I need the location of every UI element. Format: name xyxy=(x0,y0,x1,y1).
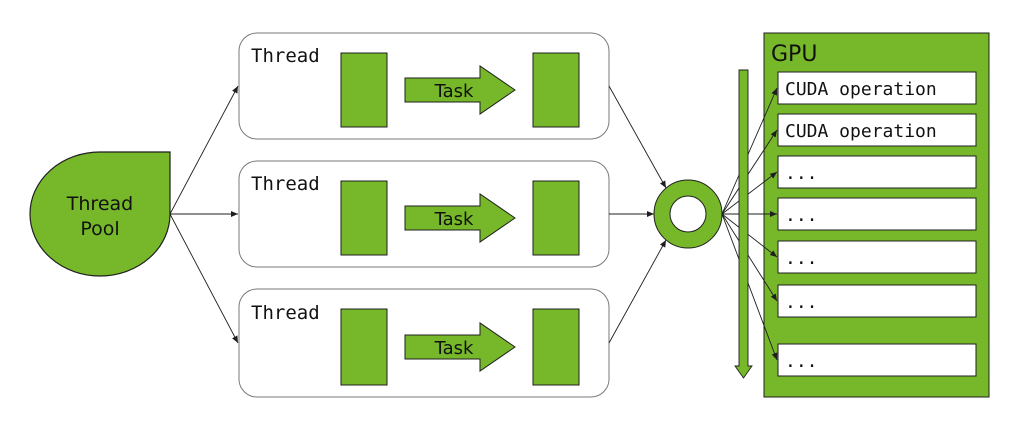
connector-thread-1-hub xyxy=(608,85,667,189)
thread-box: Thread Task xyxy=(238,32,610,140)
connector-hub-operation xyxy=(721,213,778,302)
thread-box: Thread Task xyxy=(238,160,610,268)
gpu-operation-box xyxy=(777,343,977,377)
hub-to-operation-connectors xyxy=(721,87,778,361)
connector-hub-operation xyxy=(721,129,778,215)
thread-pool-label-line1: Thread xyxy=(66,193,133,215)
gpu-operation-item: ... xyxy=(777,240,977,274)
gpu-operation-label: ... xyxy=(785,205,818,226)
thread-pool: Thread Pool xyxy=(29,151,171,277)
connector-hub-operation xyxy=(721,213,778,361)
connector-hub-operation xyxy=(721,171,778,215)
gpu-operation-label: ... xyxy=(785,292,818,313)
right-arrow-icon xyxy=(404,193,516,243)
thread-to-hub-connectors xyxy=(608,85,667,344)
task-input-block xyxy=(340,308,388,386)
task-label: Task xyxy=(434,338,474,359)
thread-label: Thread xyxy=(251,173,320,195)
down-arrow-icon xyxy=(734,69,753,379)
connector-hub-operation xyxy=(721,213,778,258)
thread-label: Thread xyxy=(251,302,320,324)
task-label: Task xyxy=(434,209,474,230)
gpu-operation-item: ... xyxy=(777,155,977,189)
thread-box: Thread Task xyxy=(238,288,610,398)
thread-pool-label-line2: Pool xyxy=(80,218,119,240)
task-output-block xyxy=(532,180,580,256)
gpu-operation-item: ... xyxy=(777,284,977,318)
gpu-operation-label: ... xyxy=(785,248,818,269)
thread-label: Thread xyxy=(251,45,320,67)
gpu-operation-item: CUDA operation xyxy=(777,71,977,105)
right-arrow-icon xyxy=(404,65,516,115)
connector-hub-operation xyxy=(721,87,778,215)
gpu-operation-box xyxy=(777,284,977,318)
gpu-operation-box xyxy=(777,197,977,231)
task-input-block xyxy=(340,52,388,128)
connector-thread-3-hub xyxy=(608,239,667,344)
right-arrow-icon xyxy=(404,322,516,372)
task-output-block xyxy=(532,52,580,128)
gpu-operation-label: CUDA operation xyxy=(785,79,937,100)
connector-pool-thread-3 xyxy=(169,213,239,344)
task-output-block xyxy=(532,308,580,386)
ring-outline-inner xyxy=(669,195,707,233)
task-label: Task xyxy=(434,81,474,102)
task-input-block xyxy=(340,180,388,256)
gpu-operation-item: ... xyxy=(777,197,977,231)
gpu-operation-box xyxy=(777,155,977,189)
queue-arrow xyxy=(734,69,753,379)
gpu-operation-label: ... xyxy=(785,163,818,184)
gpu-operation-box xyxy=(777,113,977,147)
gpu-operation-item: CUDA operation xyxy=(777,113,977,147)
gpu-operation-box xyxy=(777,71,977,105)
gpu-operation-item: ... xyxy=(777,343,977,377)
thread-pool-shape xyxy=(29,151,171,277)
gpu-operation-box xyxy=(777,240,977,274)
connector-pool-thread-1 xyxy=(169,85,239,215)
gpu-operation-label: CUDA operation xyxy=(785,121,937,142)
gpu-operation-label: ... xyxy=(785,351,818,372)
pool-to-thread-connectors xyxy=(169,85,239,344)
gpu-label: GPU xyxy=(771,42,817,67)
